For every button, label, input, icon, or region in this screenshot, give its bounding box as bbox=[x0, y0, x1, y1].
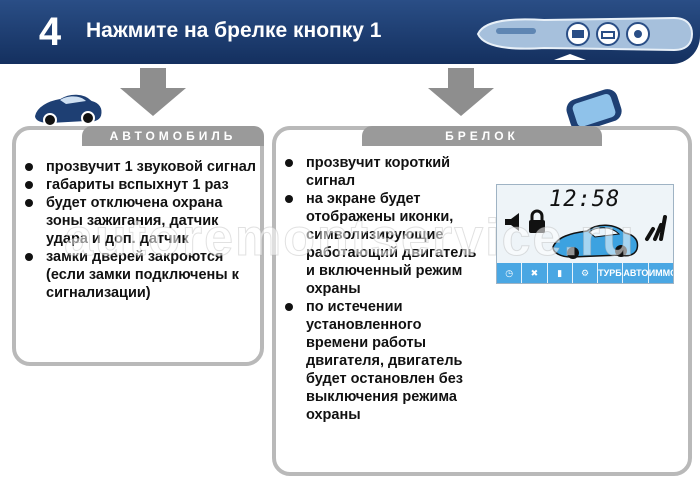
lock-icon bbox=[529, 209, 545, 233]
list-item: прозвучит 1 звуковой сигнал bbox=[24, 158, 258, 176]
lcd-status-bar: ◷ ✖ ▮ ⚙ ТУРБО АВТО ИММО bbox=[497, 263, 673, 283]
list-item: габариты вспыхнут 1 раз bbox=[24, 176, 258, 194]
fob-lcd-screen: 12:58 ◷ ✖ ▮ ⚙ ТУРБО АВТО ИММО bbox=[496, 184, 674, 284]
battery-icon: ▮ bbox=[548, 263, 573, 283]
list-item: будет отключена охрана зоны зажигания, д… bbox=[24, 194, 258, 248]
lcd-time: 12:58 bbox=[549, 187, 621, 212]
car-on-lcd-icon bbox=[552, 224, 639, 259]
exhaust-icon bbox=[645, 215, 667, 241]
header-band: 4 Нажмите на брелке кнопку 1 bbox=[0, 0, 700, 64]
fob-display-icon bbox=[563, 86, 625, 135]
fob-panel-label: БРЕЛОК bbox=[362, 126, 602, 146]
list-item: на экране будет отображены иконки, симво… bbox=[284, 190, 484, 298]
status-auto: АВТО bbox=[623, 263, 649, 283]
status-immo: ИММО bbox=[648, 268, 673, 278]
wrench-icon: ⚙ bbox=[573, 263, 599, 283]
list-item: по истечении установленного времени рабо… bbox=[284, 298, 484, 424]
status-turbo: ТУРБО bbox=[598, 263, 624, 283]
list-item: замки дверей закроются (если замки подкл… bbox=[24, 248, 258, 302]
fob-panel: БРЕЛОК прозвучит короткий сигнал на экра… bbox=[272, 126, 692, 476]
page-title: Нажмите на брелке кнопку 1 bbox=[86, 19, 382, 42]
car-icon bbox=[32, 92, 104, 127]
key-fob-icon bbox=[476, 16, 694, 60]
fan-icon: ✖ bbox=[522, 263, 548, 283]
car-panel: АВТОМОБИЛЬ прозвучит 1 звуковой сигнал г… bbox=[12, 126, 264, 366]
car-reactions-list: прозвучит 1 звуковой сигнал габариты всп… bbox=[24, 158, 258, 302]
siren-icon bbox=[505, 213, 519, 231]
down-arrow-right bbox=[428, 68, 494, 116]
car-panel-label: АВТОМОБИЛЬ bbox=[82, 126, 264, 146]
step-number: 4 bbox=[38, 10, 62, 54]
clock-icon: ◷ bbox=[497, 263, 523, 283]
fob-reactions-list: прозвучит короткий сигнал на экране буде… bbox=[284, 154, 484, 424]
down-arrow-left bbox=[120, 68, 186, 116]
list-item: прозвучит короткий сигнал bbox=[284, 154, 484, 190]
